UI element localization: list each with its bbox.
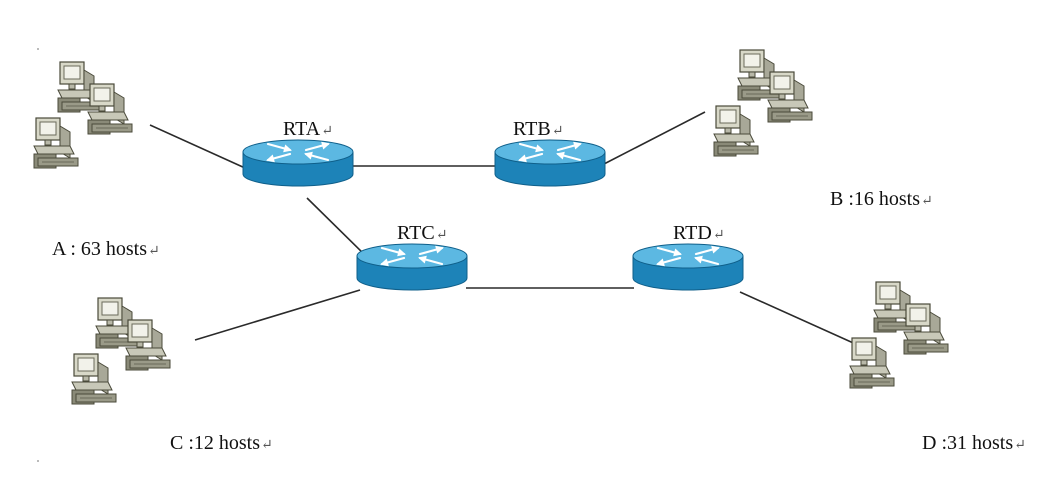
- network-label-c: C :12 hosts↵: [170, 432, 273, 454]
- router-label-rtd: RTD↵: [673, 222, 725, 244]
- host-group-b-icon: [714, 50, 812, 156]
- stray-dot: [37, 48, 39, 50]
- link-rtb-b: [603, 111, 706, 165]
- router-rta-icon: [242, 139, 354, 187]
- network-label-d: D :31 hosts↵: [922, 432, 1026, 454]
- router-rtd-icon: [632, 243, 744, 291]
- router-rtc-icon: [356, 243, 468, 291]
- stray-dot: [37, 460, 39, 462]
- router-label-rta: RTA↵: [283, 118, 333, 140]
- network-label-a: A : 63 hosts↵: [52, 238, 160, 260]
- router-label-rtb: RTB↵: [513, 118, 564, 140]
- network-label-b: B :16 hosts↵: [830, 188, 933, 210]
- link-a-rta: [149, 124, 246, 169]
- host-group-c-icon: [72, 298, 170, 404]
- link-rta-rtc: [306, 197, 369, 259]
- host-group-a-icon: [34, 62, 132, 168]
- router-label-rtc: RTC↵: [397, 222, 448, 244]
- link-rtc-c: [194, 289, 361, 341]
- router-rtb-icon: [494, 139, 606, 187]
- link-rtd-d: [739, 291, 861, 347]
- host-group-d-icon: [850, 282, 948, 388]
- links: [149, 111, 861, 347]
